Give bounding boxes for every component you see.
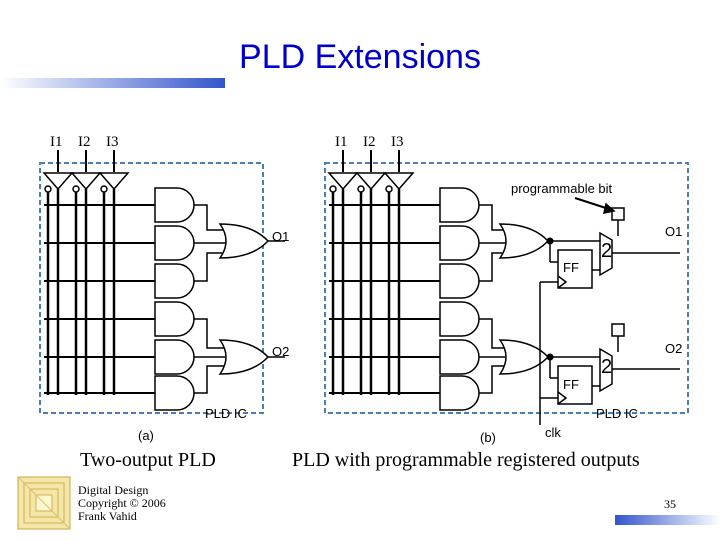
footer-author: Frank Vahid: [78, 509, 137, 523]
book-logo-icon: [17, 476, 71, 530]
right-chip-border: [324, 162, 689, 414]
left-input-label-2: I2: [78, 134, 91, 150]
right-sub-label: (b): [480, 430, 496, 445]
footer-copyright: Copyright © 2006: [78, 496, 166, 510]
ff-label-bottom: FF: [563, 377, 579, 392]
mux-label-bottom: 2: [601, 356, 613, 378]
right-caption: PLD with programmable registered outputs: [292, 449, 640, 471]
right-input-label-2: I2: [363, 134, 376, 150]
right-pld: [324, 150, 689, 425]
left-sub-label: (a): [138, 428, 154, 443]
right-input-label-1: I1: [335, 134, 348, 150]
accent-bar-top: [0, 78, 225, 88]
footer-book-title: Digital Design: [78, 483, 149, 497]
left-output-label-2: O2: [272, 344, 290, 359]
left-input-label-3: I3: [106, 134, 119, 150]
mux-label-top: 2: [601, 240, 613, 262]
slide-title: PLD Extensions: [239, 38, 481, 76]
right-chip-label: PLD IC: [596, 406, 638, 421]
left-pld: [39, 150, 285, 414]
right-input-label-3: I3: [391, 134, 404, 150]
left-output-label-1: O1: [272, 229, 290, 244]
left-caption: Two-output PLD: [80, 449, 216, 471]
ff-label-top: FF: [563, 260, 579, 275]
page-number: 35: [664, 497, 676, 511]
programmable-bit-label: programmable bit: [511, 181, 613, 196]
accent-bar-bottom: [615, 515, 720, 525]
clk-label: clk: [545, 425, 561, 440]
left-input-label-1: I1: [50, 134, 63, 150]
right-output-label-1: O1: [665, 224, 683, 239]
left-chip-label: PLD IC: [205, 406, 247, 421]
left-chip-border: [39, 162, 264, 414]
right-output-label-2: O2: [665, 341, 683, 356]
